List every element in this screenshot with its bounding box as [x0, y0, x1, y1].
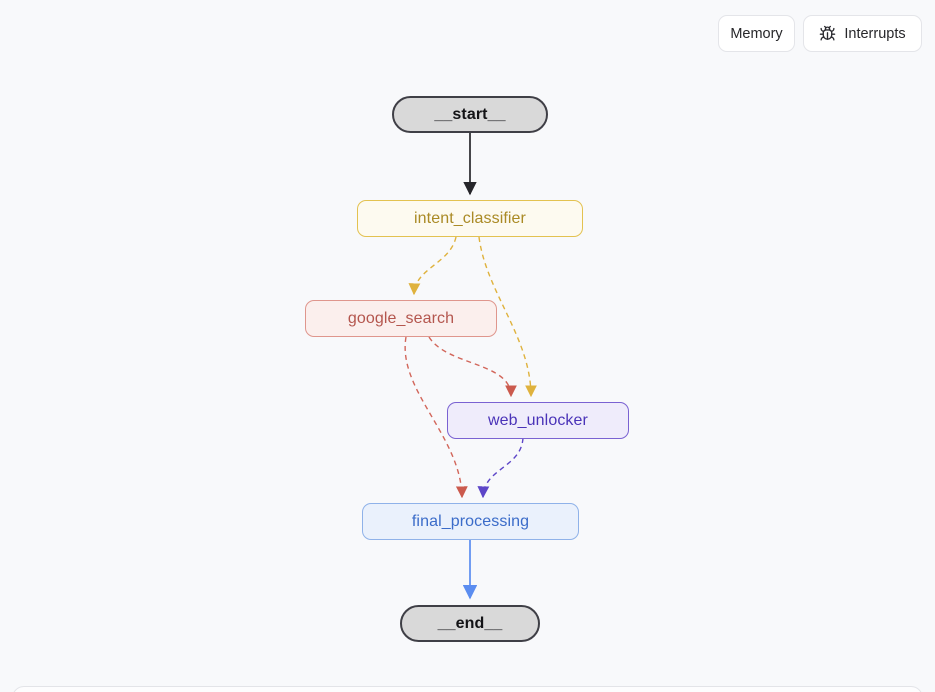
node-intent-classifier[interactable]: intent_classifier [357, 200, 583, 237]
memory-button[interactable]: Memory [718, 15, 795, 52]
edge-web_unlocker-to-final_processing [477, 437, 524, 499]
node-web-unlocker[interactable]: web_unlocker [447, 402, 629, 439]
edge-intent_classifier-to-google_search [408, 236, 457, 296]
node-start[interactable]: __start__ [392, 96, 548, 133]
node-final-processing[interactable]: final_processing [362, 503, 579, 540]
interrupts-button[interactable]: Interrupts [803, 15, 922, 52]
node-start-label: __start__ [434, 105, 506, 123]
memory-button-label: Memory [730, 25, 783, 42]
node-final-processing-label: final_processing [411, 512, 530, 530]
node-intent-classifier-label: intent_classifier [414, 209, 526, 227]
bug-icon [819, 25, 836, 42]
interrupts-button-label: Interrupts [844, 25, 906, 42]
node-end-label: __end__ [437, 614, 503, 632]
node-google-search[interactable]: google_search [305, 300, 497, 337]
node-web-unlocker-label: web_unlocker [488, 411, 588, 429]
bottom-panel[interactable] [12, 686, 923, 692]
edge-google_search-to-web_unlocker [428, 336, 517, 398]
node-end[interactable]: __end__ [400, 605, 540, 642]
node-google-search-label: google_search [347, 309, 455, 327]
